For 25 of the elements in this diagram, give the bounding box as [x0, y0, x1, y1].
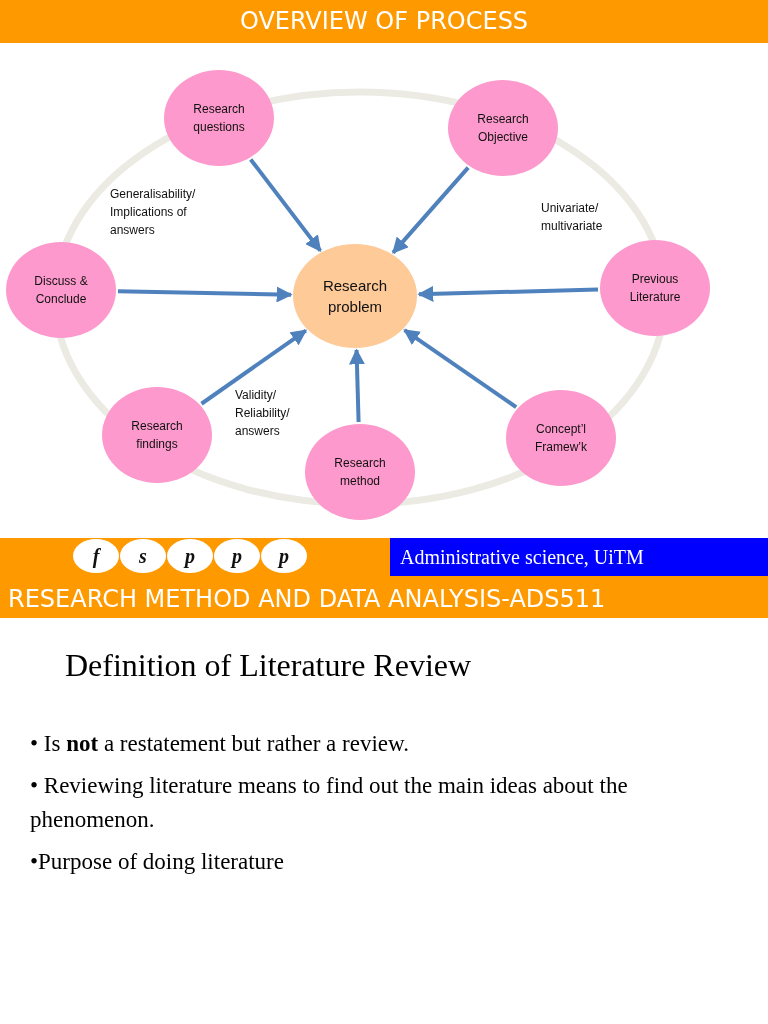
arrow [417, 285, 599, 302]
core-circle: Research problem [293, 244, 417, 348]
bullet-text: • Is not a restatement but rather a review. [30, 730, 410, 758]
note-text: Univariate/ multivariate [541, 200, 604, 235]
note-text: Validity/ Reliability/ answers [235, 387, 291, 440]
arrow [200, 328, 308, 406]
arrow [403, 328, 518, 409]
header-bar: OVERVIEW OF PROCESS [0, 0, 768, 43]
note-text: Generalisability/ Implications of answers [110, 186, 197, 239]
process-circle: Discuss & Conclude [6, 242, 116, 338]
arrow [117, 286, 293, 303]
process-circle: Previous Literature [600, 240, 710, 336]
course-banner: Administrative science, UiTM [390, 538, 768, 576]
bullet-text: •Purpose of doing literature [30, 848, 285, 876]
process-circle: Concept’l Framew’k [506, 390, 616, 486]
process-circle: Research method [305, 424, 415, 520]
process-circle: Research questions [164, 70, 274, 166]
course-title: RESEARCH METHOD AND DATA ANALYSIS-ADS511 [8, 584, 606, 615]
arrow [348, 348, 365, 423]
slide-heading: Definition of Literature Review [65, 646, 472, 685]
bullet-text: • Reviewing literature means to find out the main ideas about the phenomenon. [30, 772, 629, 834]
process-circle: Research Objective [448, 80, 558, 176]
arrow [391, 166, 470, 254]
arrow [249, 158, 322, 252]
process-circle: Research findings [102, 387, 212, 483]
